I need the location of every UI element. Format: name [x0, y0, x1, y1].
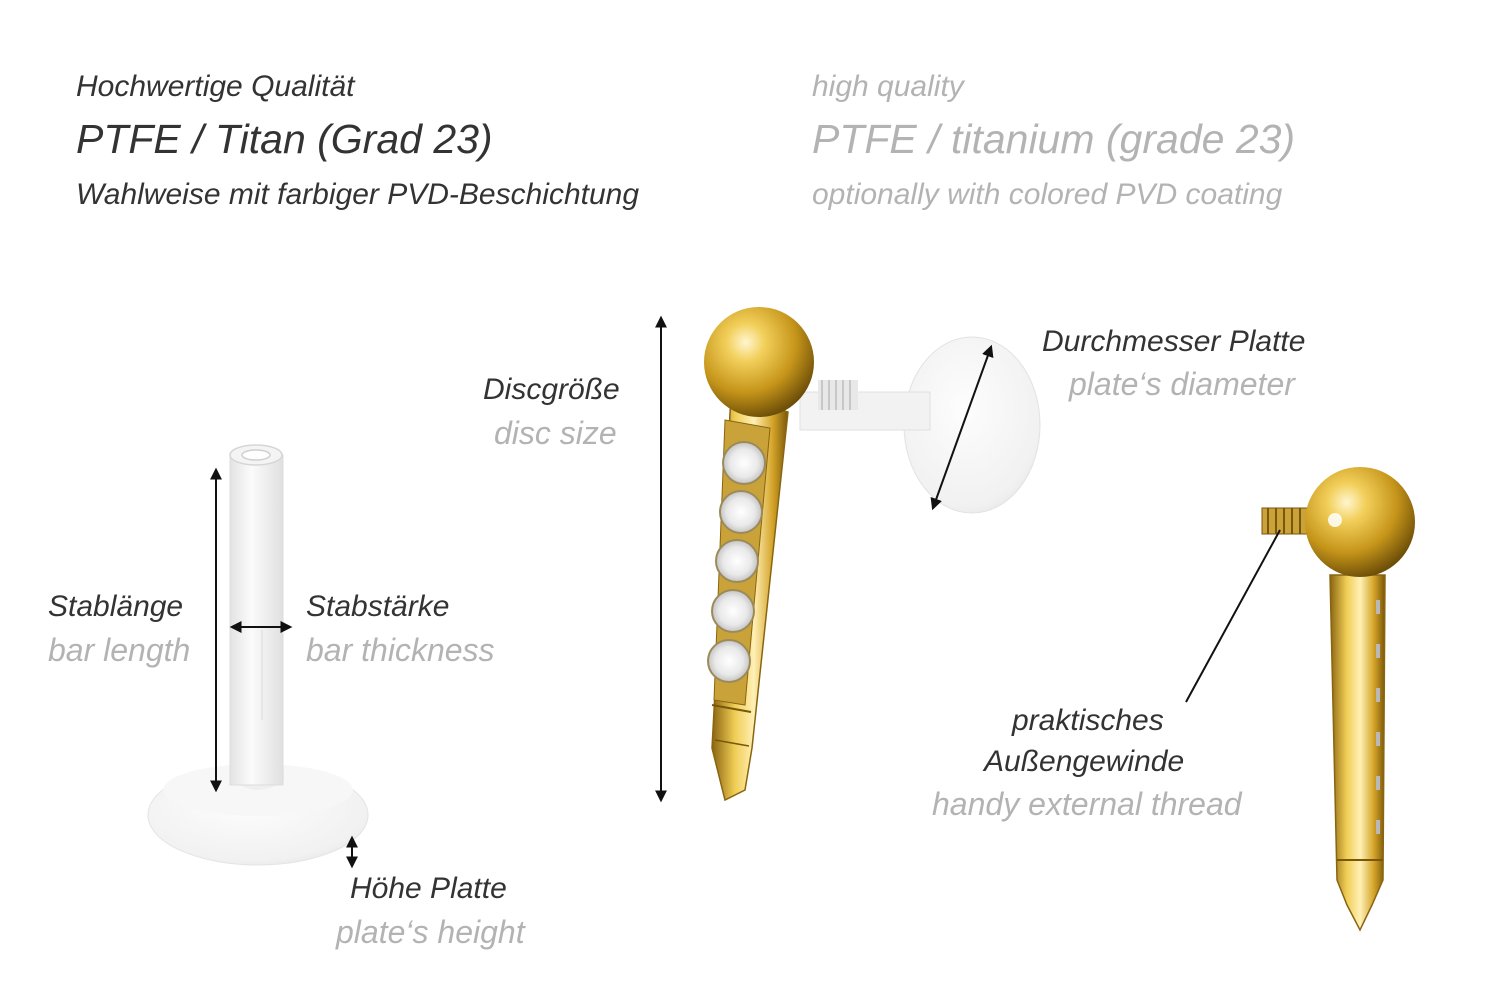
plate-diameter-label-de: Durchmesser Platte [1042, 325, 1306, 358]
bar-thickness-label-en: bar thickness [306, 632, 495, 668]
thread-leader-line [1185, 529, 1281, 703]
bar-length-label-de: Stablänge [48, 590, 184, 623]
plate-diameter-label-en: plate‘s diameter [1069, 366, 1295, 402]
quality-label-en: high quality [812, 70, 964, 103]
bar-thickness-label-de: Stabstärke [306, 590, 450, 623]
top-part-with-thread [1261, 467, 1415, 932]
coating-label-en: optionally with colored PVD coating [812, 178, 1283, 211]
thread-label-en: handy external thread [932, 786, 1242, 822]
quality-label-de: Hochwertige Qualität [76, 70, 355, 103]
thread-icon [818, 380, 858, 410]
plate-height-label-en: plate‘s height [336, 914, 525, 950]
material-label-en: PTFE / titanium (grade 23) [812, 116, 1296, 162]
disc-size-label-de: Discgröße [483, 373, 620, 406]
disc-size-label-en: disc size [494, 415, 617, 451]
bar-length-label-en: bar length [48, 632, 191, 668]
thread-label-de-line2: Außengewinde [984, 745, 1185, 778]
assembled-piercing [704, 307, 1041, 802]
material-label-de: PTFE / Titan (Grad 23) [76, 116, 493, 162]
plate-height-label-de: Höhe Platte [350, 872, 507, 905]
plate-diameter-arrow [930, 344, 994, 511]
thread-label-de-line1: praktisches [1012, 704, 1164, 737]
coating-label-de: Wahlweise mit farbiger PVD-Beschichtung [76, 178, 640, 211]
